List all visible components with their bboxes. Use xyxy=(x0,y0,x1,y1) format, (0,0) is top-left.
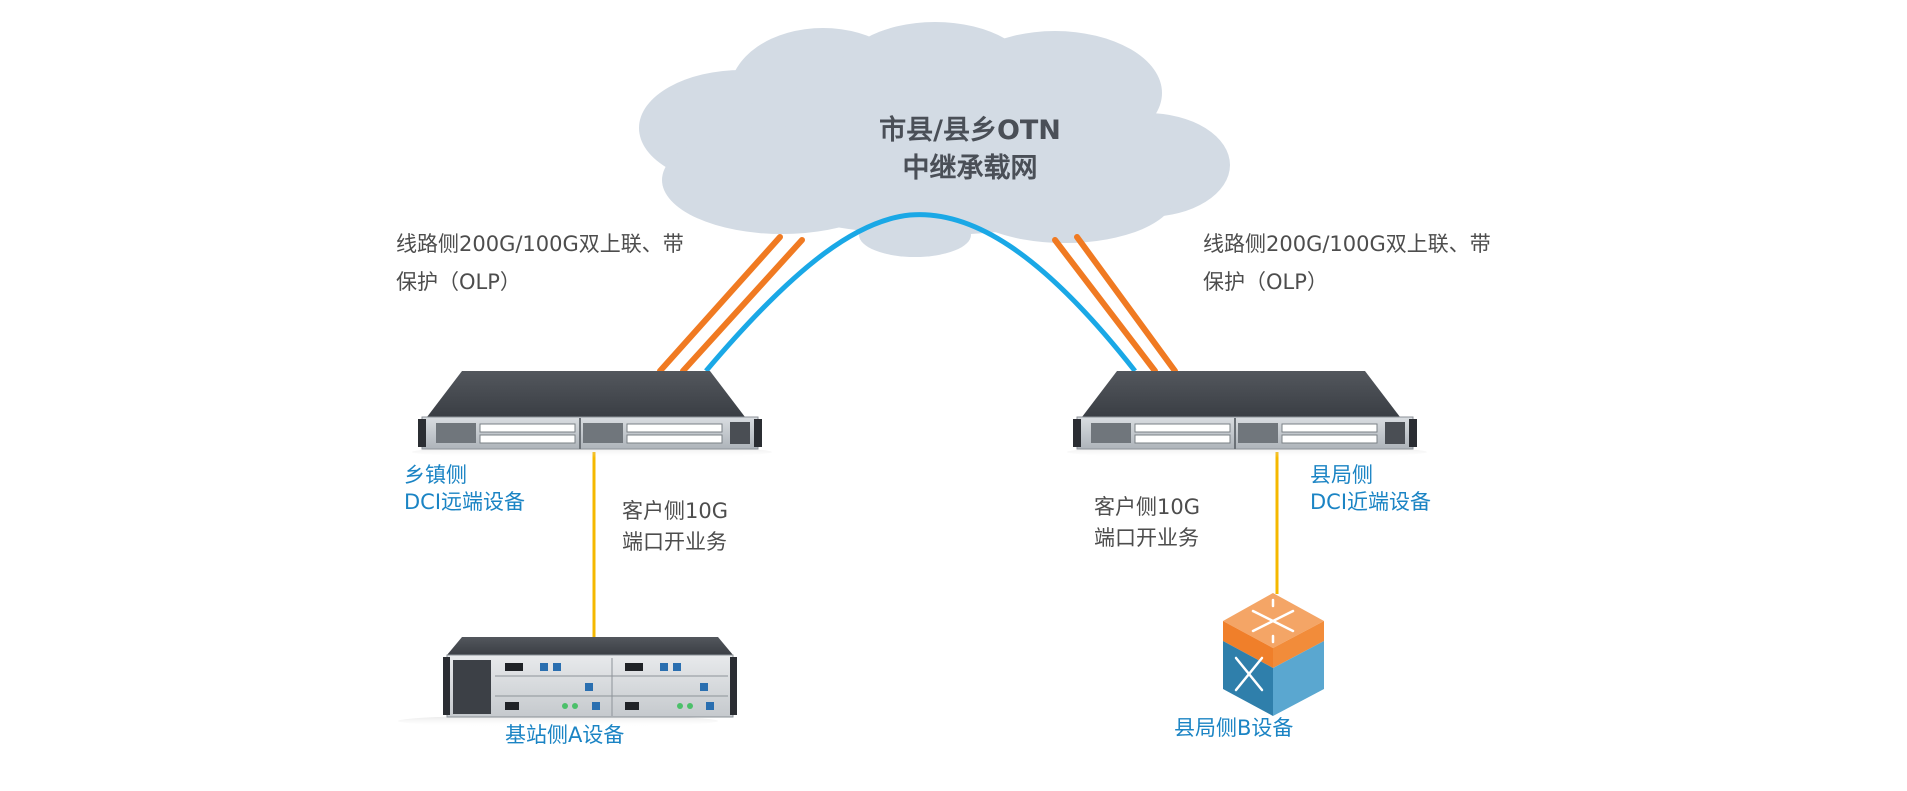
right-orange-fiber-2 xyxy=(1074,234,1178,374)
cloud-title-line1: 市县/县乡OTN xyxy=(879,115,1061,146)
right-line-note-line1: 线路侧200G/100G双上联、带 xyxy=(1203,232,1491,256)
cloud-title: 市县/县乡OTN 中继承载网 xyxy=(790,112,1150,188)
left-client-note-line2: 端口开业务 xyxy=(622,530,727,554)
right-client-note-line1: 客户侧10G xyxy=(1094,495,1200,519)
cloud-icon xyxy=(639,22,1230,257)
right-line-note: 线路侧200G/100G双上联、带 保护（OLP） xyxy=(1203,225,1491,301)
right-client-note: 客户侧10G 端口开业务 xyxy=(1094,492,1200,554)
county-b-label: 县局侧B设备 xyxy=(1174,716,1294,740)
cloud-title-line2: 中继承载网 xyxy=(902,153,1038,184)
left-device-label-line2: DCI远端设备 xyxy=(404,490,526,514)
switch-cube-icon xyxy=(1223,593,1324,716)
left-line-note: 线路侧200G/100G双上联、带 保护（OLP） xyxy=(396,225,684,301)
right-device-label: 县局侧 DCI近端设备 xyxy=(1310,462,1431,516)
right-line-note-line2: 保护（OLP） xyxy=(1203,270,1328,294)
left-device-label-line1: 乡镇侧 xyxy=(404,463,467,487)
left-line-note-line2: 保护（OLP） xyxy=(396,270,521,294)
right-orange-fiber-1 xyxy=(1052,237,1158,374)
right-dci-chassis-icon xyxy=(1067,371,1427,458)
base-station-label: 基站侧A设备 xyxy=(505,723,625,747)
base-station-chassis-icon xyxy=(398,637,737,727)
left-orange-fiber-2 xyxy=(680,237,805,374)
right-fibers xyxy=(1052,234,1178,374)
left-fibers xyxy=(657,234,805,374)
left-client-note-line1: 客户侧10G xyxy=(622,499,728,523)
left-line-note-line1: 线路侧200G/100G双上联、带 xyxy=(396,232,684,256)
right-device-label-line1: 县局侧 xyxy=(1310,463,1373,487)
blue-protection-fiber xyxy=(704,212,1137,373)
left-client-note: 客户侧10G 端口开业务 xyxy=(622,496,728,558)
right-client-note-line2: 端口开业务 xyxy=(1094,526,1199,550)
left-orange-fiber-1 xyxy=(657,234,783,374)
left-device-label: 乡镇侧 DCI远端设备 xyxy=(404,462,525,516)
left-dci-chassis-icon xyxy=(412,371,772,458)
right-device-label-line2: DCI近端设备 xyxy=(1310,490,1432,514)
